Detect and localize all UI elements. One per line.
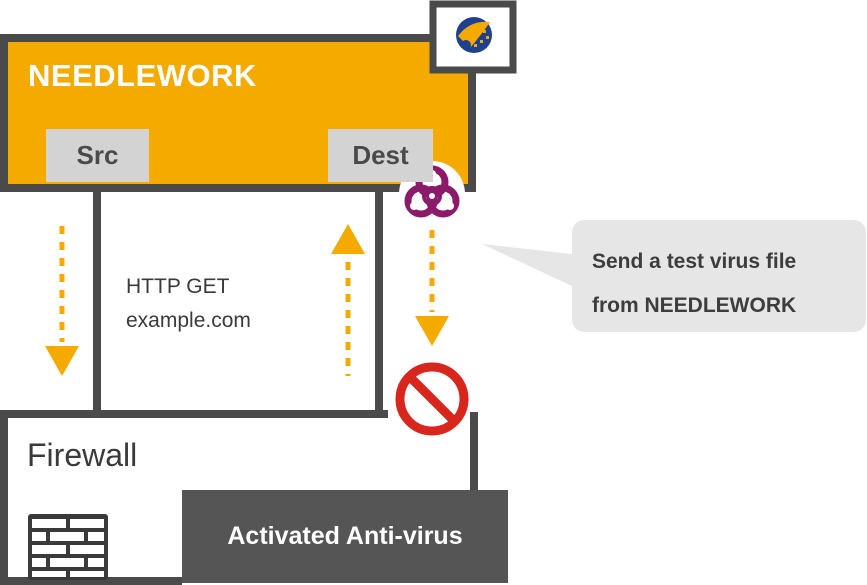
src-port: Src [46, 129, 149, 182]
firewall-box [0, 410, 478, 585]
http-request-text: HTTP GET example.com [126, 270, 251, 338]
antivirus-label: Activated Anti-virus [227, 522, 463, 550]
firewall-label: Firewall [27, 437, 138, 473]
virus-down-arrow [415, 230, 449, 346]
callout-line-1: Send a test virus file [592, 250, 797, 273]
needlework-title: NEEDLEWORK [28, 58, 257, 93]
dest-port: Dest [328, 129, 433, 182]
response-up-arrow [331, 224, 365, 376]
callout-text: Send a test virus file from NEEDLEWORK [592, 240, 796, 328]
http-method-label: HTTP GET [126, 275, 230, 298]
needlework-logo-icon [429, 0, 517, 74]
prohibited-icon [395, 362, 469, 436]
src-port-label: Src [76, 140, 119, 170]
callout-line-2: from NEEDLEWORK [592, 294, 797, 317]
callout-bubble [482, 220, 866, 332]
brick-wall-icon [28, 514, 108, 580]
request-down-arrow [45, 226, 79, 376]
antivirus-box: Activated Anti-virus [182, 490, 508, 583]
http-host-label: example.com [126, 309, 251, 332]
dest-port-label: Dest [352, 140, 409, 170]
